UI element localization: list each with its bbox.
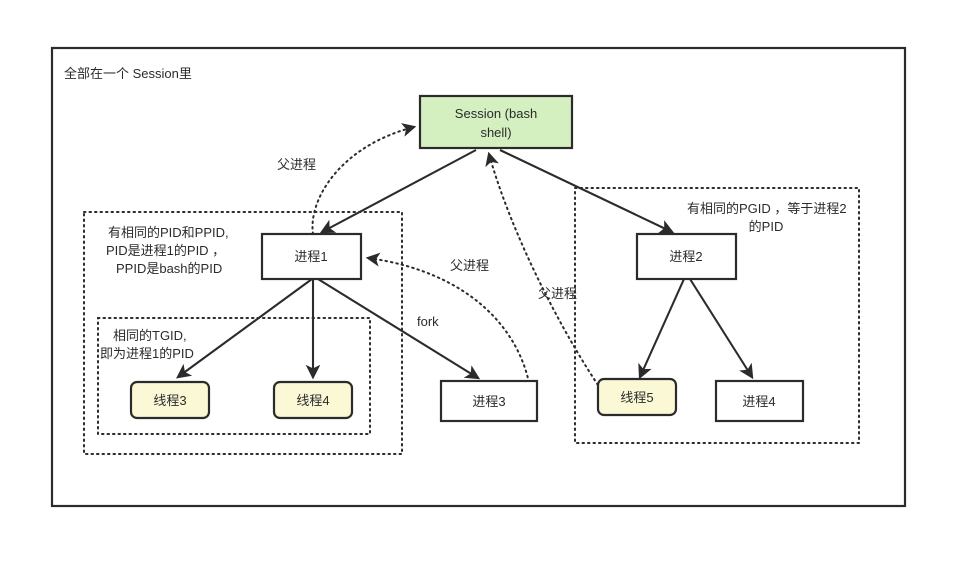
node-thread5-label: 线程5 xyxy=(620,390,653,405)
node-process3-label: 进程3 xyxy=(472,394,505,409)
edge-process2-to-process4 xyxy=(689,278,754,380)
thread-group-line1: 相同的TGID, xyxy=(113,328,187,343)
edge-label-parent-right: 父进程 xyxy=(538,286,577,301)
node-thread5-box[interactable] xyxy=(596,377,678,417)
process1-group-line1: 有相同的PID和PPID, xyxy=(108,225,229,240)
node-thread4[interactable]: 线程4 xyxy=(272,380,354,420)
node-process4-box[interactable] xyxy=(714,379,805,423)
node-process4-label: 进程4 xyxy=(742,394,775,409)
process2-group-annotation: 有相同的PGID ，等于进程2 的PID xyxy=(687,201,847,234)
node-process3[interactable]: 进程3 xyxy=(439,379,539,423)
node-process1-box[interactable] xyxy=(260,232,363,281)
edge-label-fork: fork xyxy=(417,314,439,329)
node-session-label-line2: shell) xyxy=(480,125,511,140)
node-process4[interactable]: 进程4 xyxy=(714,379,805,423)
session-frame-label: 全部在一个 Session里 xyxy=(64,66,192,81)
node-thread3[interactable]: 线程3 xyxy=(129,380,211,420)
process2-group-line1: 有相同的PGID ，等于进程2 xyxy=(687,201,847,216)
node-thread3-label: 线程3 xyxy=(153,393,186,408)
node-process2[interactable]: 进程2 xyxy=(635,232,738,281)
thread-group-line2: 即为进程1的PID xyxy=(100,346,194,361)
edge-process3-to-process1-parent xyxy=(365,252,531,389)
node-process3-box[interactable] xyxy=(439,379,539,423)
node-process1[interactable]: 进程1 xyxy=(260,232,363,281)
node-thread3-box[interactable] xyxy=(129,380,211,420)
node-thread4-label: 线程4 xyxy=(296,393,329,408)
node-session-box[interactable] xyxy=(418,94,574,150)
node-thread5[interactable]: 线程5 xyxy=(596,377,678,417)
process1-group-annotation: 有相同的PID和PPID, PID是进程1的PID ， PPID是bash的PI… xyxy=(106,225,229,276)
edge-session-to-process2 xyxy=(499,149,675,234)
process1-group-box xyxy=(83,211,403,455)
process1-group-line2: PID是进程1的PID ， xyxy=(106,243,225,258)
thread-group-annotation: 相同的TGID, 即为进程1的PID xyxy=(100,328,194,361)
edge-process1-to-process3 xyxy=(317,278,481,380)
process2-group-line2: 的PID xyxy=(749,219,784,234)
edge-thread5-to-session-parent xyxy=(485,151,605,395)
node-process2-box[interactable] xyxy=(635,232,738,281)
edge-process1-to-thread3 xyxy=(176,278,313,379)
edge-process2-to-thread5 xyxy=(638,278,685,380)
edge-label-parent-mid: 父进程 xyxy=(450,258,489,273)
process1-group-line3: PPID是bash的PID xyxy=(116,261,222,276)
node-thread4-box[interactable] xyxy=(272,380,354,420)
node-process2-label: 进程2 xyxy=(669,249,702,264)
node-session[interactable]: Session (bash shell) xyxy=(418,94,574,150)
edge-label-parent-left: 父进程 xyxy=(277,157,316,172)
node-session-label-line1: Session (bash xyxy=(455,106,537,121)
edge-process1-to-session-parent xyxy=(311,123,417,235)
process2-group-box xyxy=(574,187,860,444)
node-process1-label: 进程1 xyxy=(294,249,327,264)
thread-group-box xyxy=(97,317,371,435)
edge-session-to-process1 xyxy=(319,149,477,234)
